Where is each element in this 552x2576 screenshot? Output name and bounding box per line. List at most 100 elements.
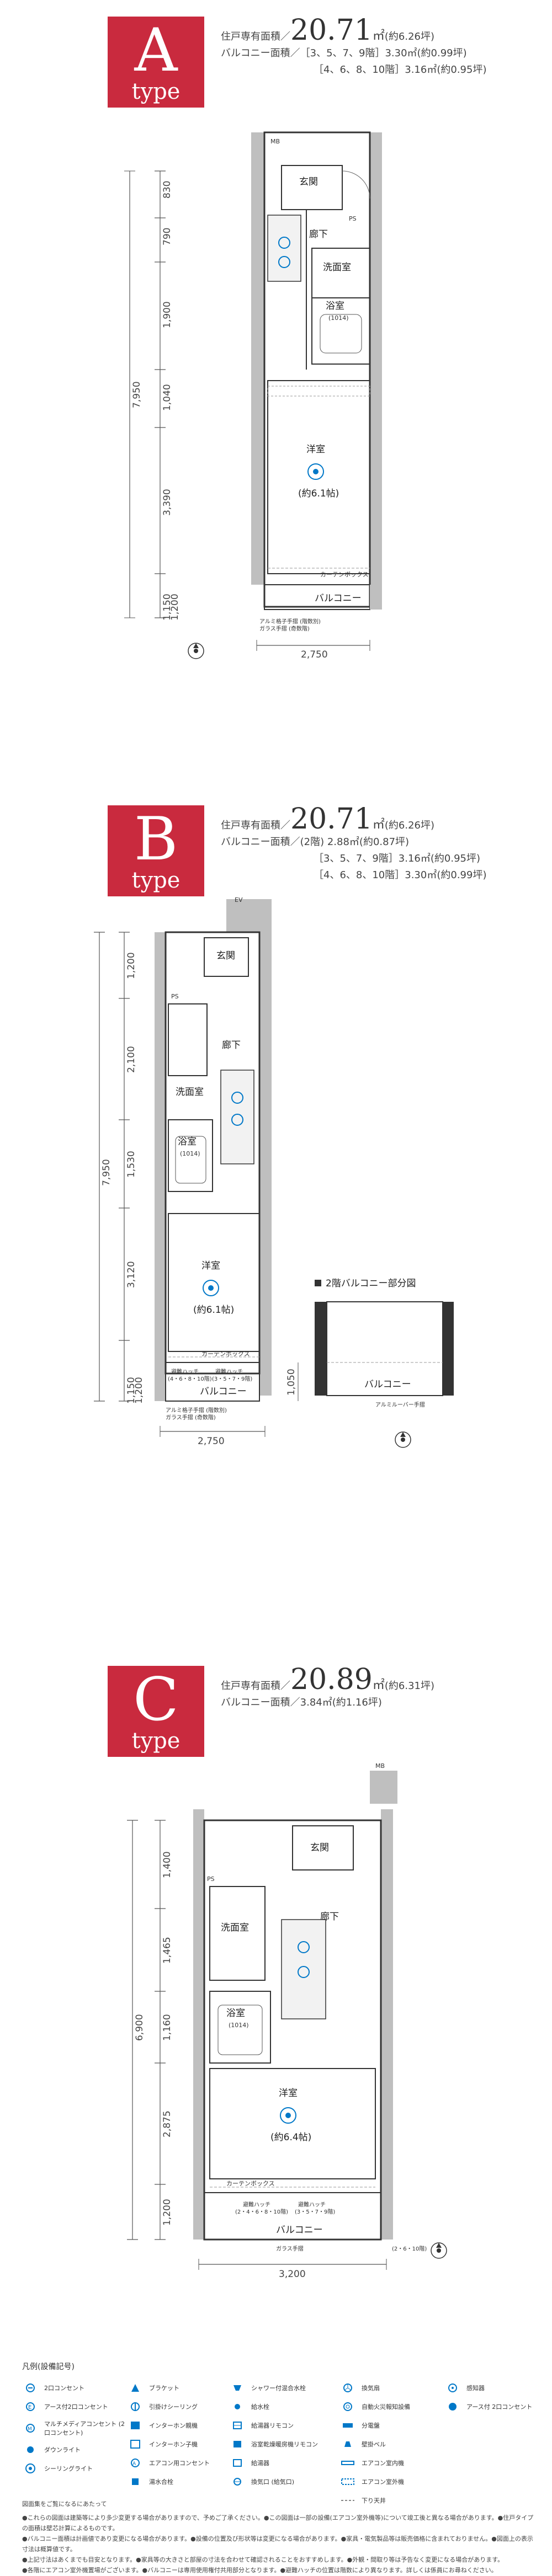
area-tsubo: (約6.26坪) xyxy=(384,820,435,831)
area-unit: ㎡ xyxy=(372,818,385,832)
type-b-section: B type 住戸専有面積／20.71㎡(約6.26坪) バルコニー面積／(2階… xyxy=(0,789,552,1649)
intercom-master-icon xyxy=(127,2419,144,2431)
type-a-badge: A type xyxy=(108,17,204,108)
youshitsu-size: (約6.4帖) xyxy=(270,2132,311,2143)
youshitsu-size: (約6.1帖) xyxy=(193,1305,234,1316)
distribution-board-icon xyxy=(339,2419,356,2431)
legend-item: エアコン室外機 xyxy=(339,2476,444,2488)
bath-dryer-remote-icon xyxy=(229,2438,246,2450)
floor2-alu: アルミルーバー手摺 xyxy=(375,1401,425,1408)
area-unit: ㎡ xyxy=(372,29,385,43)
type-c-area: 住戸専有面積／20.89㎡(約6.31坪) xyxy=(221,1665,435,1695)
notes-line: ●バルコニー面積は計画値であり変更になる場合があります。●設備の位置及び形状等は… xyxy=(22,2535,533,2553)
balcony-label: バルコニー xyxy=(315,593,362,604)
legend-item: 分電盤 xyxy=(339,2419,444,2431)
shower-faucet-icon xyxy=(229,2382,246,2394)
water-heater-icon xyxy=(229,2457,246,2469)
balcony-line-2: ［4、6、8、10階］3.16㎡(約0.95坪) xyxy=(314,64,487,76)
legend-item: シーリングライト xyxy=(22,2462,127,2475)
legend-item: 換気扇 xyxy=(339,2382,444,2394)
notes-title: 図面集をご覧になるにあたって xyxy=(22,2500,107,2508)
type-a-section: A type 住戸専有面積／20.71㎡(約6.26坪) バルコニー面積／［3、… xyxy=(0,0,552,789)
yokushitsu-label: 浴室 xyxy=(326,301,344,312)
dim-b2-1050: 1,050 xyxy=(286,1369,297,1396)
area-tsubo: (約6.31坪) xyxy=(384,1680,435,1692)
outlet-icon xyxy=(22,2382,39,2394)
balcony-line-1: バルコニー面積／(2階) 2.88㎡(約0.87坪) xyxy=(221,836,410,848)
aircon-outdoor-icon xyxy=(339,2476,356,2488)
heater-remote-icon xyxy=(229,2419,246,2431)
glass-note-1: アルミ格子手摺 (階数別) xyxy=(259,618,321,625)
yokushitsu-size: (1014) xyxy=(229,2022,249,2029)
dim-2750: 2,750 xyxy=(301,649,328,660)
legend-col-3: シャワー付混合水栓 給水栓 給湯器リモコン 浴室乾燥暖房機リモコン 給湯器 換気… xyxy=(229,2382,339,2506)
glass-note: ガラス手摺 xyxy=(276,2245,304,2252)
legend-item: 給湯器 xyxy=(229,2457,339,2469)
legend-col-5: 感知器 アース付 2口コンセント xyxy=(444,2382,541,2506)
yokushitsu-size: (1014) xyxy=(328,314,349,322)
curtain-label: カーテンボックス xyxy=(226,2180,275,2187)
yokushitsu-label: 浴室 xyxy=(226,2008,245,2019)
ceiling-light-icon xyxy=(22,2462,39,2475)
youshitsu-label: 洋室 xyxy=(201,1260,220,1271)
dim-3120: 3,120 xyxy=(126,1261,137,1288)
genkan-label: 玄関 xyxy=(299,177,318,188)
lowered-ceiling-icon xyxy=(339,2494,356,2506)
area-label: 住戸専有面積／ xyxy=(221,31,290,42)
area-tsubo: (約6.26坪) xyxy=(384,31,435,42)
legend-item: ブラケット xyxy=(127,2382,229,2394)
type-a-floor-plan: 830 790 1,900 1,040 3,390 7,950 1,150 1,… xyxy=(77,127,475,745)
fan-icon xyxy=(339,2382,356,2394)
type-c-letter: C xyxy=(133,1665,179,1734)
senmen-label: 洗面室 xyxy=(323,262,351,273)
area-unit: ㎡ xyxy=(372,1679,385,1692)
rouka-label: 廊下 xyxy=(222,1040,241,1051)
hatch-2-floors: (3・5・7・9階) xyxy=(295,2209,335,2215)
fire-alarm-icon xyxy=(339,2401,356,2413)
legend-item: 給水栓 xyxy=(229,2401,339,2413)
compass-icon xyxy=(431,2242,447,2259)
downlight-icon xyxy=(22,2444,39,2456)
legend-item: インターホン子機 xyxy=(127,2438,229,2450)
dim-1200: 1,200 xyxy=(169,594,181,621)
legend-item: 壁掛ベル xyxy=(339,2438,444,2450)
legend-item: 湯水合栓 xyxy=(127,2476,229,2488)
ps-label: PS xyxy=(171,993,179,1000)
senmen-label: 洗面室 xyxy=(176,1087,204,1098)
legend-item: 感知器 xyxy=(444,2382,541,2394)
type-b-info: 住戸専有面積／20.71㎡(約6.26坪) バルコニー面積／(2階) 2.88㎡… xyxy=(221,805,487,884)
youshitsu-label: 洋室 xyxy=(279,2088,298,2099)
legend-item: 給湯器リモコン xyxy=(229,2419,339,2431)
dim-2100: 2,100 xyxy=(126,1046,137,1073)
type-b-word: type xyxy=(131,868,181,893)
type-a-area: 住戸専有面積／20.71㎡(約6.26坪) xyxy=(221,16,486,45)
dim-2750: 2,750 xyxy=(198,1436,225,1447)
curtain-label: カーテンボックス xyxy=(320,571,369,578)
detector-icon xyxy=(444,2382,461,2394)
type-b-floor-plan: EV 1,200 2,100 1,530 3,120 7,950 1,150 1… xyxy=(77,888,519,1539)
youshitsu-label: 洋室 xyxy=(306,444,325,455)
balcony-label: バルコニー xyxy=(200,1386,247,1397)
notes-line: ●各階にエアコン室外機置場がございます。●バルコニーは専用使用権付共用部分となり… xyxy=(22,2567,497,2574)
ps-label: PS xyxy=(207,1875,215,1883)
compass-icon xyxy=(395,1431,411,1448)
type-b-area: 住戸専有面積／20.71㎡(約6.26坪) xyxy=(221,805,486,834)
legend-item: 引掛けシーリング xyxy=(127,2401,229,2413)
legend-item: 浴室乾燥暖房機リモコン xyxy=(229,2438,339,2450)
legend-item: 下り天井 xyxy=(339,2494,444,2506)
balcony-line-3: ［4、6、8、10階］3.30㎡(約0.99坪) xyxy=(314,869,487,881)
type-c-word: type xyxy=(131,1728,181,1754)
notes: 図面集をご覧になるにあたって ●これらの図面は建築等により多少変更する場合があり… xyxy=(22,2499,535,2575)
ev-label: EV xyxy=(235,896,243,904)
balcony-label: バルコニー xyxy=(276,2225,323,2236)
type-c-badge: C type xyxy=(108,1666,204,1757)
legend-item: 換気口 (給気口) xyxy=(229,2476,339,2488)
legend-item: シャワー付混合水栓 xyxy=(229,2382,339,2394)
area-value: 20.71 xyxy=(290,803,373,836)
svg-text:M: M xyxy=(28,2427,32,2432)
svg-text:A: A xyxy=(132,2461,136,2467)
